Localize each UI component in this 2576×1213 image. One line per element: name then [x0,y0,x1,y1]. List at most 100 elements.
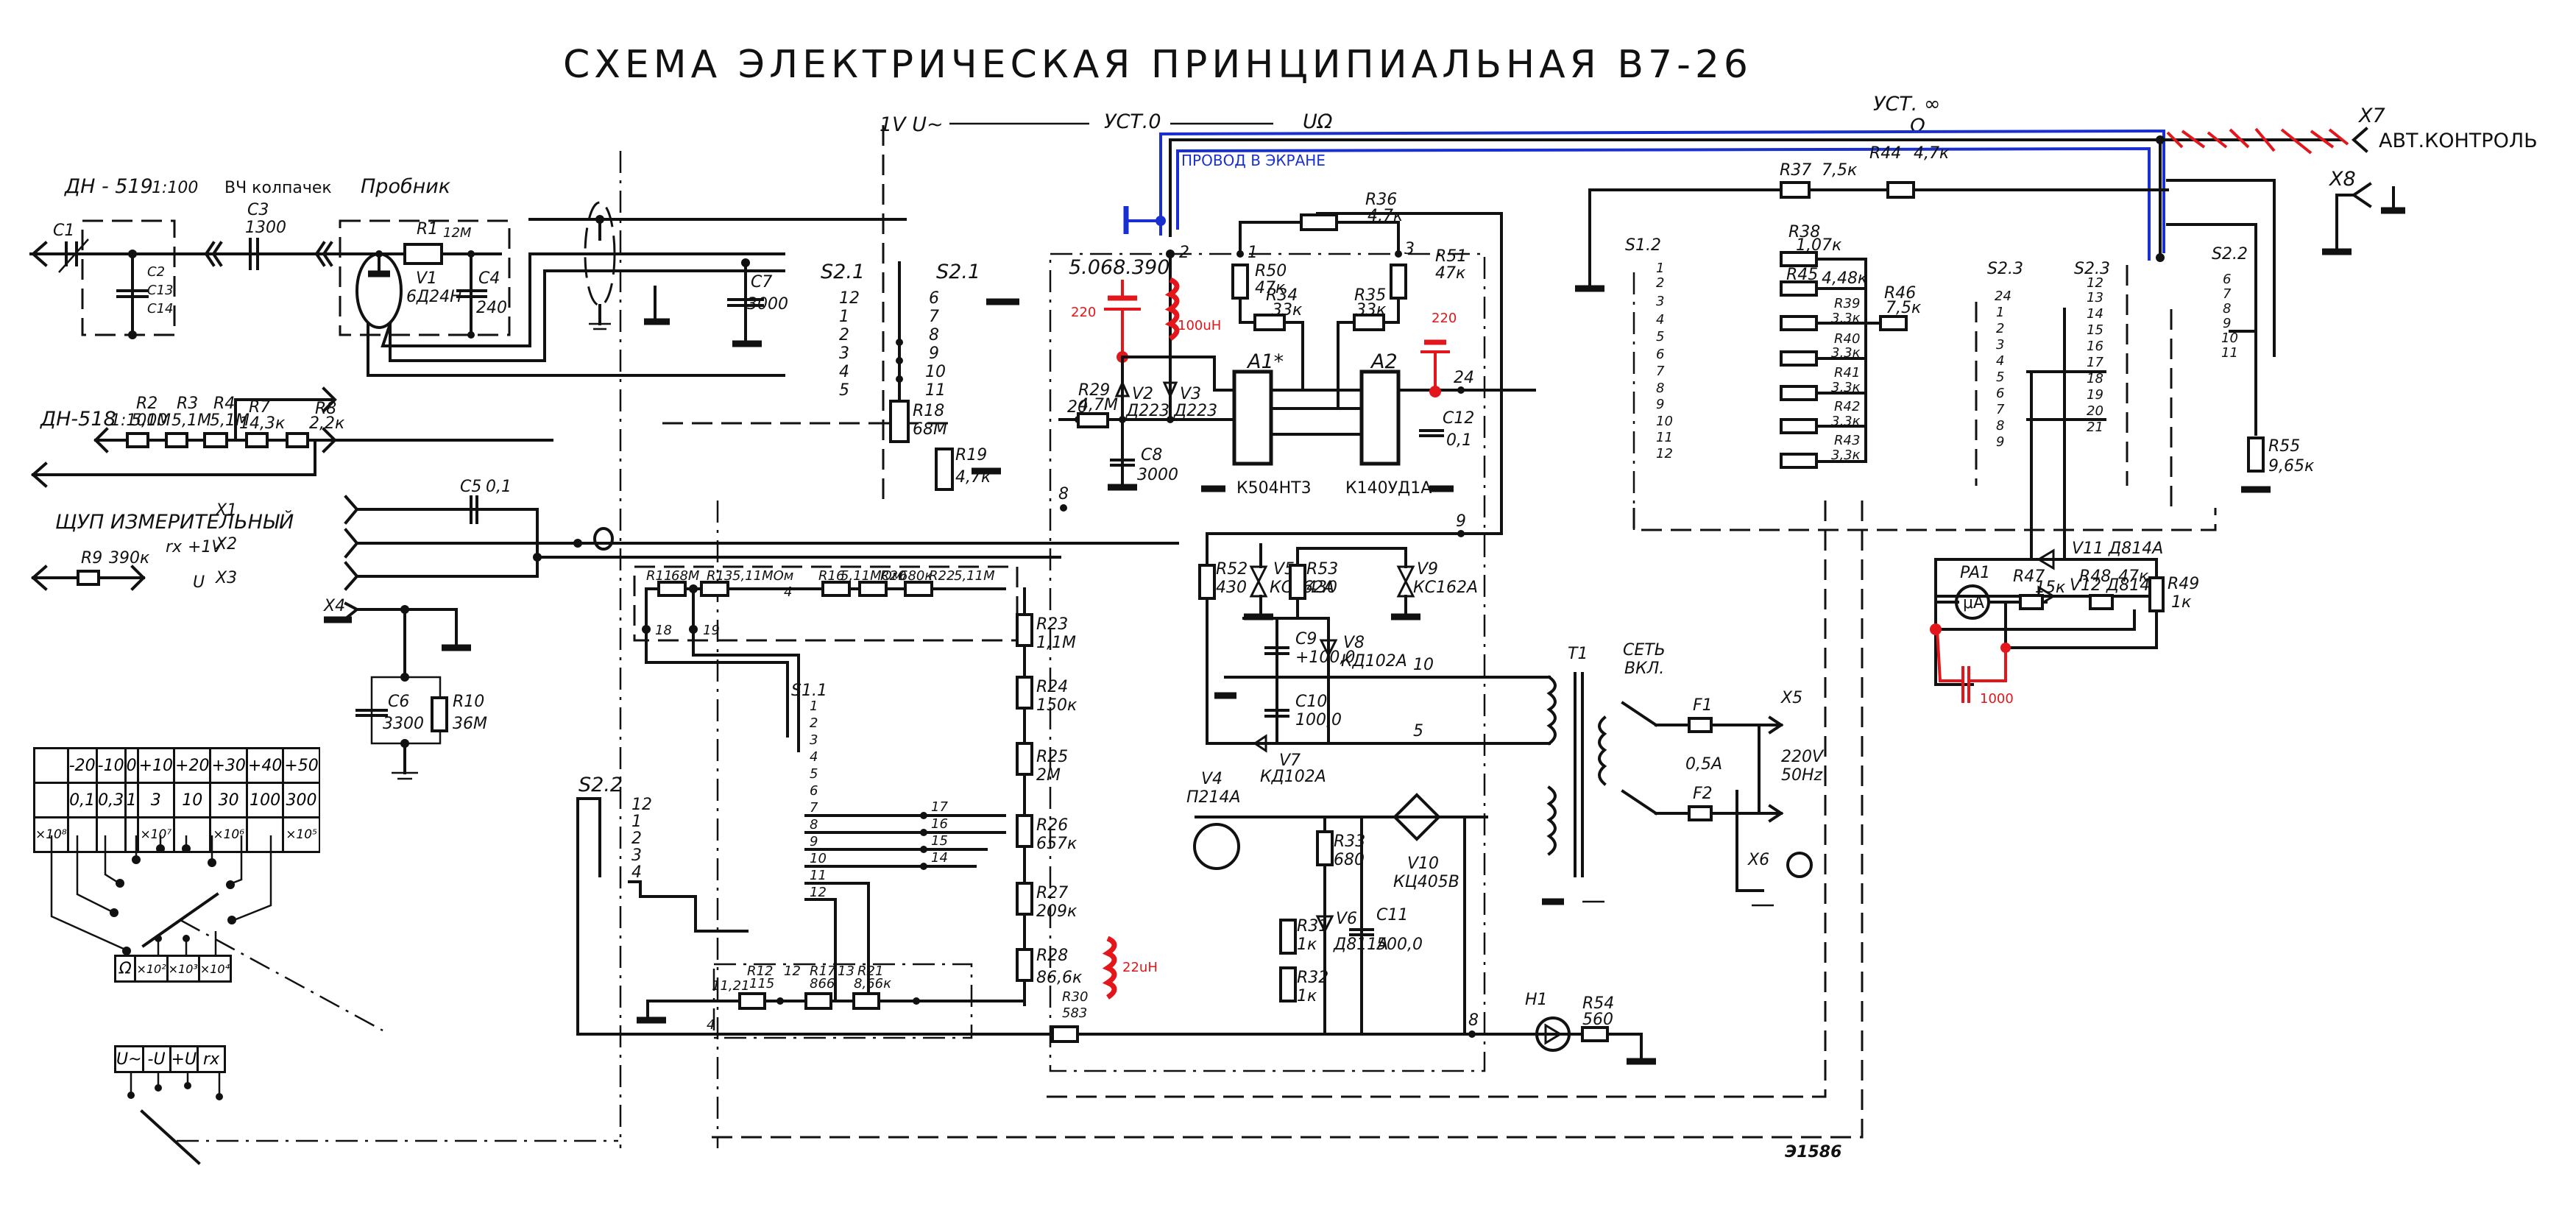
node-15-label: 15 [931,833,948,849]
range-cell[interactable] [245,816,285,853]
shield-wire-inner [1176,146,2151,261]
pin-label: 2 [839,326,849,344]
r26-resistor [1016,814,1033,848]
r46-label: R46 [1884,284,1916,303]
pin-label: 10 [810,851,827,866]
range-cell[interactable]: +30 [209,747,248,784]
range-cell[interactable]: ×10² [134,955,169,983]
pin-label: 8 [810,817,818,832]
range-cell[interactable] [124,816,139,853]
v11-zener-icon [2037,548,2055,570]
range-cell[interactable]: ×10⁷ [136,816,176,853]
range-cell[interactable]: +20 [173,747,212,784]
c11-label: C11 [1376,906,1408,924]
range-cell[interactable]: ×10⁴ [197,955,232,983]
range-cell[interactable] [95,816,127,853]
x5-connector-icon [1768,715,1784,735]
r26-value: 657к [1036,835,1078,853]
mode-cell[interactable]: U~ [114,1045,144,1073]
range-cell[interactable]: -20 [66,747,98,784]
r43-label: R43 [1834,433,1860,448]
v6-zener-icon [1315,915,1334,934]
c4-label: C4 [478,269,500,288]
node-dot [573,539,582,548]
r40-trimmer [1780,350,1818,367]
cathode-wire [381,252,531,347]
range-cell[interactable]: +40 [245,747,285,784]
node-dot [913,997,920,1005]
r40-value: 3,3к [1831,345,1861,361]
range-cell[interactable] [33,782,69,818]
r31-label: R31 [1297,917,1328,936]
pin-label: 12 [631,796,652,814]
mode-contacts [127,1073,618,1165]
c4-value: 240 [476,299,507,317]
r9-value: 390к [109,549,150,567]
r8-trimmer [286,432,309,448]
range-cell[interactable]: 3 [136,782,176,818]
connector-icon [204,241,216,267]
c10-value: 100,0 [1295,711,1342,729]
c3-label: C3 [247,201,269,219]
r3-value: 5,1M [171,411,211,430]
range-cell[interactable]: 10 [173,782,212,818]
range-cell[interactable] [173,816,212,853]
node-4-label: 4 [784,584,792,600]
r7-label: R7 [249,398,270,417]
range-cell[interactable]: +10 [136,747,176,784]
range-cell[interactable]: +50 [282,747,320,784]
range-cell[interactable] [33,747,69,784]
arrow-icon [130,565,146,591]
r1-value: 12M [443,225,472,241]
r52-value: 430 [1216,579,1247,597]
range-cell[interactable]: Ω [114,955,137,983]
range-cell[interactable]: 30 [209,782,248,818]
range-cell[interactable]: ×10³ [166,955,200,983]
probe-enclosure [339,219,511,336]
r45-value: 4,48к [1822,269,1868,288]
range-cell[interactable]: 0 [124,747,139,784]
mains-on-label: ВКЛ. [1624,659,1664,678]
pin-label: 1 [1656,261,1664,276]
range-cell[interactable]: 1 [124,782,139,818]
pin-label: 9 [1656,397,1664,412]
range-cell[interactable]: 0,3 [95,782,127,818]
r23-resistor [1016,613,1033,647]
switch-s12-label: S1.2 [1625,236,1661,255]
range-cell[interactable] [66,816,98,853]
c1-label: C1 [53,222,74,240]
r44-trimmer [1886,181,1915,199]
mode-cell[interactable]: rx [197,1045,227,1073]
range-cell[interactable]: ×10⁵ [282,816,320,853]
r41-label: R41 [1834,365,1860,381]
wire [1121,356,1234,392]
board-pin-8: 8 [1058,485,1069,503]
r35-label: R35 [1354,286,1386,305]
mode-cell[interactable]: +U [169,1045,199,1073]
drawing-number: Э1586 [1785,1143,1841,1161]
range-cell[interactable]: 300 [282,782,320,818]
c9-value: +100,0 [1295,648,1355,667]
pin-label: 12 [839,289,860,308]
r8-value: 2,2к [309,414,345,433]
r42-label: R42 [1834,399,1860,414]
board-code: 5.068.390 [1069,256,1170,279]
c6-value: 3300 [383,715,424,733]
c5-value: 0,1 [486,478,512,496]
r21-resistor [852,992,880,1010]
r1-label: R1 [417,220,438,238]
r32-resistor [1279,966,1297,1002]
range-cell[interactable]: 100 [245,782,285,818]
r37-label: R37 [1780,161,1811,180]
s3-switch-icon [1621,789,1658,816]
r37-resistor [1780,181,1811,199]
range-cell[interactable]: -10 [95,747,127,784]
c1000-wire [1936,629,1963,682]
c11-value: 500,0 [1376,936,1423,954]
s21-right-pins: 6 7 8 9 10 11 [925,289,946,400]
shield-wire-outer [1159,129,2165,253]
r12-label: R12 [747,963,773,979]
range-cell[interactable]: 0,1 [66,782,98,818]
node-dot [896,357,903,364]
mode-cell[interactable]: -U [141,1045,171,1073]
